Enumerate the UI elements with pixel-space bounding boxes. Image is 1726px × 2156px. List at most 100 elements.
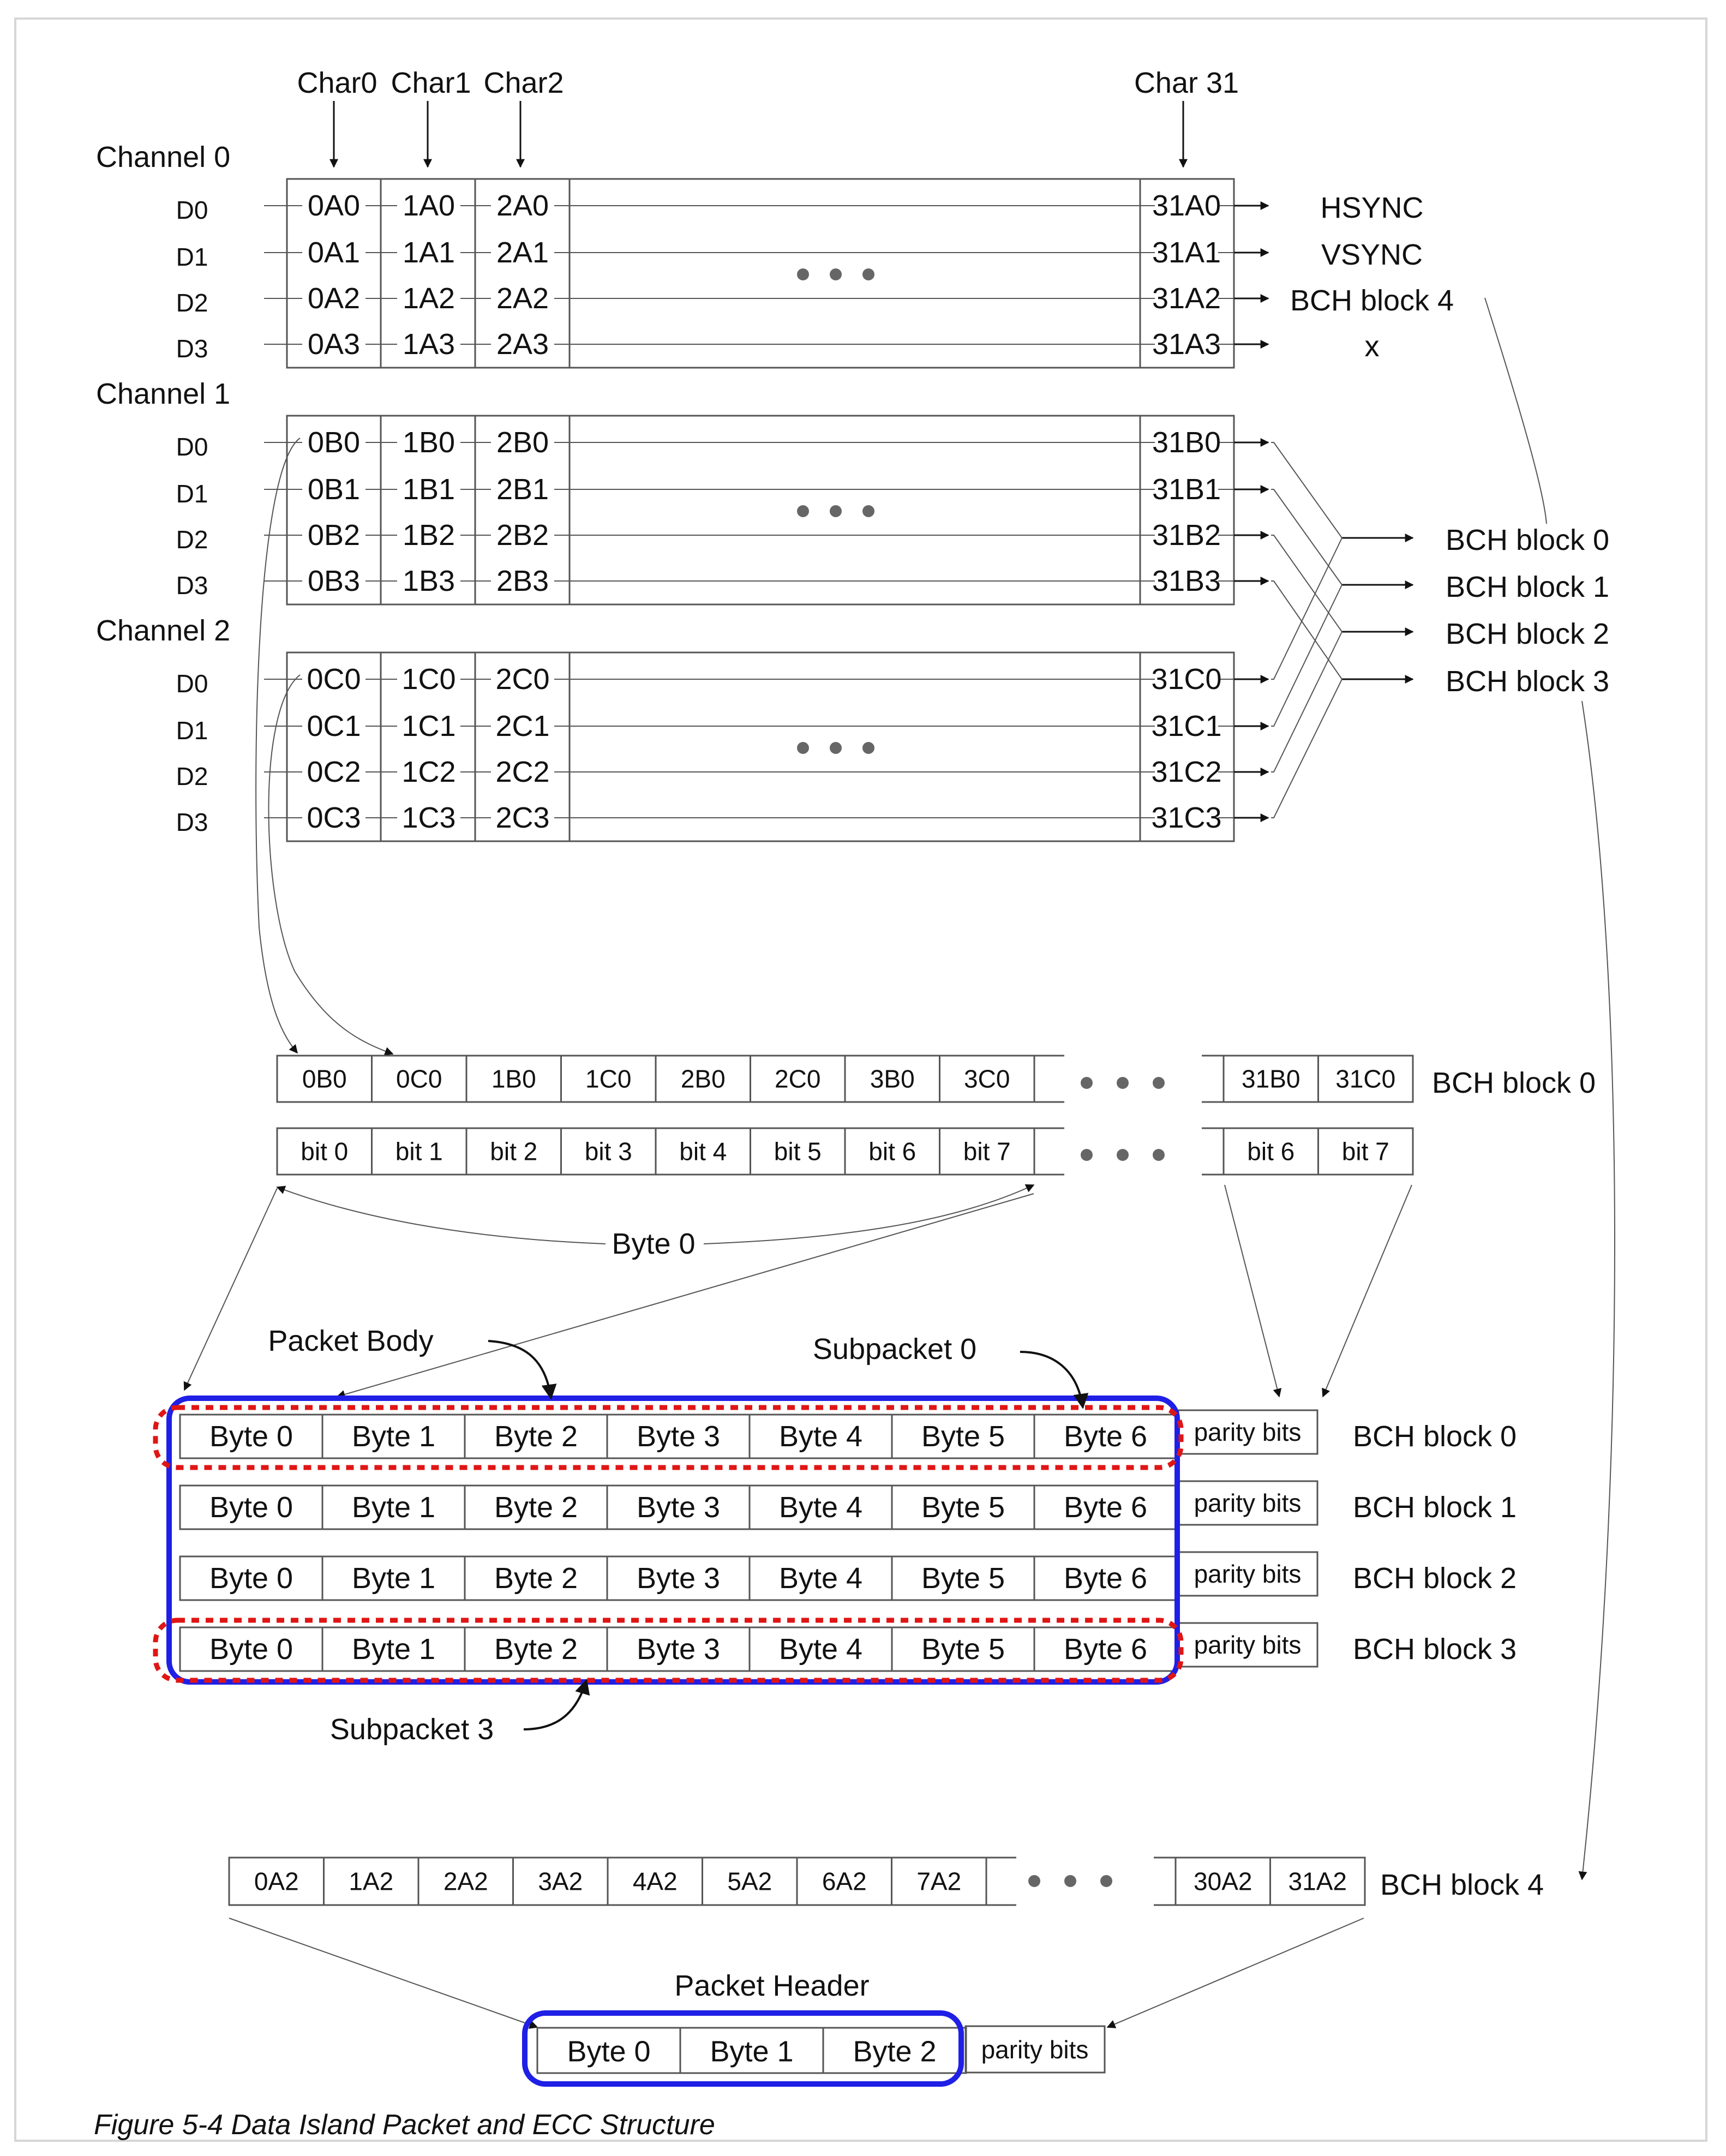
packet-byte-cell: Byte 0 — [209, 1420, 293, 1453]
ellipsis-dot — [830, 268, 842, 280]
cell-value: 31C3 — [1151, 801, 1221, 834]
packet-byte-cell: Byte 2 — [494, 1562, 578, 1595]
cell-bg — [491, 663, 554, 696]
cell-value: 2C3 — [495, 801, 549, 834]
header-left-arrow — [229, 1918, 538, 2029]
channel0-output-label: HSYNC — [1320, 191, 1423, 224]
char-label-0: Char0 — [297, 67, 377, 99]
bch0-row-cell: 0C0 — [396, 1065, 442, 1093]
bch4-row-frame — [228, 1856, 1016, 1906]
ellipsis-dot — [797, 742, 809, 754]
packet-byte-cell: Byte 4 — [779, 1491, 862, 1524]
page-frame — [14, 17, 1707, 2142]
bit-row-cell: bit 6 — [868, 1137, 916, 1166]
packet-block-label: BCH block 2 — [1353, 1562, 1517, 1595]
bch-route-line — [1271, 584, 1343, 727]
packet-byte-cell: Byte 1 — [352, 1491, 435, 1524]
bch4-row-cell: 7A2 — [916, 1867, 961, 1896]
cell-value: 0C3 — [307, 801, 361, 834]
bch0-ellipsis-dot — [1117, 1077, 1129, 1089]
cell-value: 2A1 — [496, 236, 549, 269]
cell-bg — [491, 282, 554, 315]
cell-bg — [302, 426, 365, 459]
cell-bg — [302, 282, 365, 315]
bch4-curve-top — [1484, 297, 1547, 524]
ellipsis-dot — [862, 505, 874, 517]
packet-byte-cell: Byte 6 — [1064, 1491, 1147, 1524]
byte0-label: Byte 0 — [612, 1227, 695, 1260]
packet-header-parity-label: parity bits — [981, 2035, 1089, 2064]
cell-bg — [491, 565, 554, 597]
cell-bg — [491, 328, 554, 361]
parity-label: parity bits — [1194, 1560, 1302, 1588]
bit-row-frame — [276, 1127, 1064, 1176]
bit-row-cell: bit 2 — [490, 1137, 537, 1166]
data-line-label: D2 — [176, 525, 208, 554]
cell-value: 31B2 — [1152, 519, 1221, 552]
packet-header-byte: Byte 2 — [853, 2035, 936, 2068]
bch4-ellipsis-dot — [1064, 1875, 1076, 1887]
cell-bg — [1155, 328, 1218, 361]
cell-value: 0C1 — [307, 710, 361, 742]
bch0-row-cell: 3B0 — [870, 1065, 915, 1093]
packet-byte-cell: Byte 6 — [1064, 1420, 1147, 1453]
cell-bg — [302, 236, 365, 269]
cell-value: 31C1 — [1151, 710, 1221, 742]
bit-row-cell: bit 4 — [679, 1137, 727, 1166]
bch0-row-cell: 2B0 — [681, 1065, 726, 1093]
cell-value: 2A0 — [496, 189, 549, 222]
bch4-row-label: BCH block 4 — [1380, 1868, 1544, 1901]
cell-bg — [302, 756, 365, 788]
cell-bg — [1155, 756, 1218, 788]
bch-route-line — [1271, 442, 1343, 538]
cell-bg — [1155, 473, 1218, 506]
bit-row-tail-cell: bit 7 — [1342, 1137, 1389, 1166]
data-line-label: D2 — [176, 762, 208, 790]
bch0-row-cell: 0B0 — [302, 1065, 347, 1093]
subpacket0-outline — [153, 1405, 1184, 1470]
cell-value: 2B0 — [496, 426, 549, 459]
cell-value: 0A3 — [308, 328, 360, 361]
cell-value: 2C0 — [495, 663, 549, 696]
bch-output-label: BCH block 3 — [1446, 665, 1609, 698]
bch4-curve-down — [1578, 700, 1615, 1880]
parity-arrow-2 — [1322, 1184, 1412, 1398]
packet-byte-cell: Byte 3 — [637, 1491, 720, 1524]
ellipsis-dot — [862, 268, 874, 280]
packet-byte-cell: Byte 4 — [779, 1420, 862, 1453]
packet-header-byte: Byte 0 — [567, 2035, 650, 2068]
data-line-label: D0 — [176, 433, 208, 461]
cell-bg — [302, 519, 365, 552]
cell-value: 1B2 — [403, 519, 455, 552]
bit7-to-body — [336, 1193, 1034, 1399]
cell-bg — [397, 473, 460, 506]
bch4-row-tail-cell: 31A2 — [1288, 1867, 1347, 1896]
cell-bg — [491, 473, 554, 506]
figure-caption: Figure 5-4 Data Island Packet and ECC St… — [94, 2109, 715, 2141]
packet-byte-cell: Byte 0 — [209, 1562, 293, 1595]
bit-row-cell: bit 5 — [774, 1137, 822, 1166]
route-0C0 — [268, 674, 394, 1056]
bit0-to-body — [183, 1188, 278, 1391]
cell-bg — [397, 426, 460, 459]
bch4-row-cell: 5A2 — [727, 1867, 772, 1896]
bch0-row-cell: 3C0 — [964, 1065, 1010, 1093]
bch0-row-frame — [276, 1055, 1064, 1103]
cell-bg — [397, 801, 460, 834]
channel-label: Channel 2 — [96, 614, 230, 647]
cell-value: 1C0 — [401, 663, 456, 696]
cell-bg — [1155, 519, 1218, 552]
bit-ellipsis-dot — [1081, 1149, 1093, 1161]
cell-bg — [397, 756, 460, 788]
cell-bg — [491, 426, 554, 459]
cell-bg — [1155, 801, 1218, 834]
cell-value: 0C2 — [307, 756, 361, 788]
packet-header-label: Packet Header — [674, 1969, 869, 2002]
cell-bg — [1155, 236, 1218, 269]
packet-byte-cell: Byte 5 — [921, 1491, 1005, 1524]
packet-byte-cell: Byte 2 — [494, 1491, 578, 1524]
cell-value: 31C2 — [1151, 756, 1221, 788]
packet-header-outline — [522, 2010, 964, 2087]
cell-value: 31A3 — [1152, 328, 1221, 361]
cell-bg — [397, 328, 460, 361]
